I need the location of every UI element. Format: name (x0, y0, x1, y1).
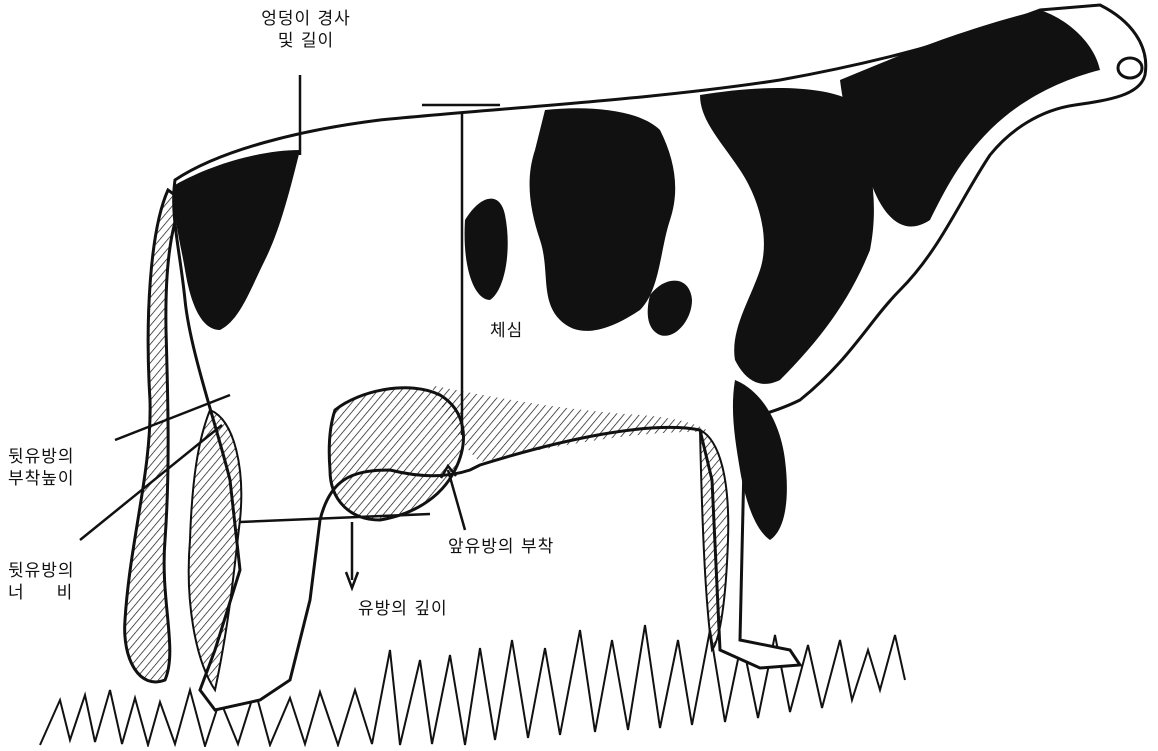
label-rump-line2: 및 길이 (246, 30, 366, 52)
label-rump: 엉덩이 경사 및 길이 (246, 8, 366, 52)
label-rear-udder-width-line1: 뒷유방의 (8, 560, 75, 582)
label-rear-udder-width: 뒷유방의 너 비 (8, 560, 75, 604)
label-rear-udder-width-line2: 너 비 (8, 582, 75, 604)
label-body-depth: 체심 (490, 320, 523, 342)
label-rear-udder-height: 뒷유방의 부착높이 (8, 446, 75, 490)
nose (1118, 58, 1142, 78)
label-rear-udder-height-line1: 뒷유방의 (8, 446, 75, 468)
tail (125, 190, 182, 682)
label-rear-udder-height-line2: 부착높이 (8, 468, 75, 490)
label-rump-line1: 엉덩이 경사 (246, 8, 366, 30)
eye (1061, 36, 1069, 44)
label-udder-depth: 유방의 깊이 (358, 598, 448, 620)
label-fore-udder-attachment: 앞유방의 부착 (448, 536, 554, 558)
